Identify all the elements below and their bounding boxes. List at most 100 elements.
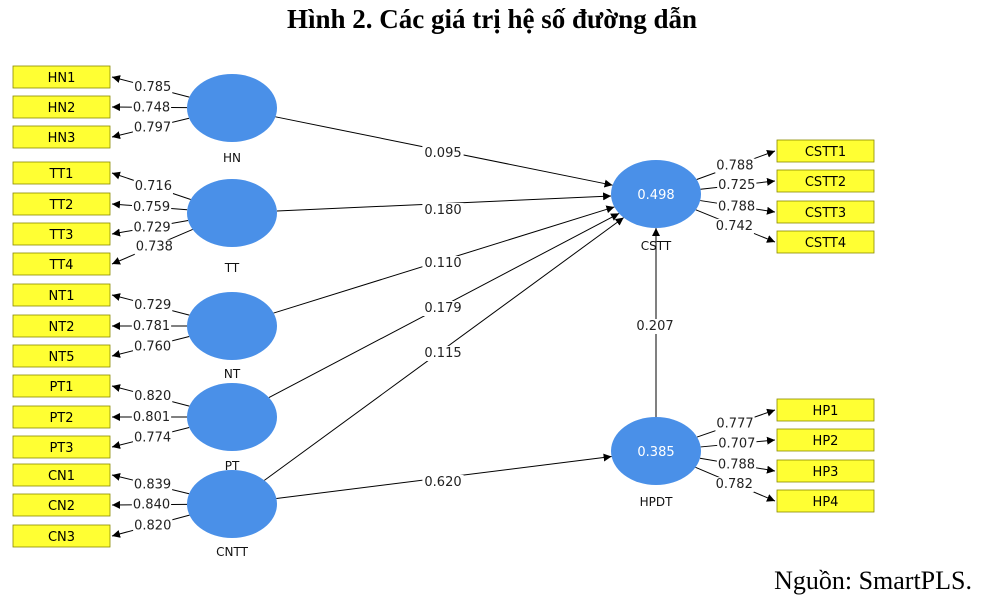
indicator-cstt4: CSTT4 [776, 230, 875, 254]
indicator-box [12, 192, 111, 216]
indicator-label: HN3 [48, 131, 76, 146]
indicator-label: HN2 [48, 101, 76, 116]
indicator-label: NT5 [49, 350, 75, 365]
loading-value-bg [716, 457, 757, 473]
indicator-label: TT2 [49, 198, 74, 213]
indicator-tt1: TT1 [12, 161, 111, 185]
indicator-box [776, 459, 875, 483]
indicator-cn1: CN1 [12, 463, 111, 487]
indicator-box [12, 283, 111, 307]
indicator-cstt2: CSTT2 [776, 169, 875, 193]
loading-value-bg [133, 298, 173, 314]
loading-value-pt3: 0.774 [134, 430, 171, 445]
indicator-nt5: NT5 [12, 344, 111, 368]
loading-value-bg [715, 158, 755, 174]
construct-label: PT [225, 459, 240, 473]
construct-ellipse [187, 292, 277, 360]
path-coef-cntt-hpdt: 0.620 [424, 475, 461, 490]
loading-value-tt1: 0.716 [135, 179, 172, 194]
loading-value-bg [714, 477, 754, 493]
loading-value-cstt4: 0.742 [716, 219, 753, 234]
indicator-box [12, 65, 111, 89]
indicator-hp3: HP3 [776, 459, 875, 483]
indicator-tt3: TT3 [12, 222, 111, 246]
loading-value-cstt3: 0.788 [718, 199, 755, 214]
loading-value-hp4: 0.782 [716, 477, 753, 492]
indicator-tt2: TT2 [12, 192, 111, 216]
r-squared-value: 0.385 [637, 445, 674, 460]
construct-label: HN [223, 151, 241, 165]
indicator-hn1: HN1 [12, 65, 111, 89]
indicator-pt1: PT1 [12, 374, 111, 398]
indicator-label: TT3 [49, 228, 74, 243]
loading-value-bg [131, 497, 172, 513]
loading-value-tt4: 0.738 [136, 240, 173, 255]
construct-hn: HN [187, 74, 277, 165]
loading-value-bg [132, 120, 173, 136]
loading-value-tt2: 0.759 [133, 200, 170, 215]
construct-label: CNTT [216, 545, 248, 559]
indicator-box [12, 161, 111, 185]
construct-ellipse [187, 470, 277, 538]
path-coef-bg [422, 146, 464, 161]
indicator-label: PT1 [49, 380, 73, 395]
loading-value-bg [134, 239, 174, 255]
loading-value-bg [716, 199, 757, 215]
indicator-box [12, 493, 111, 517]
indicator-hn3: HN3 [12, 125, 111, 149]
indicator-box [12, 252, 111, 276]
construct-label: CSTT [641, 239, 672, 253]
indicator-pt2: PT2 [12, 405, 111, 429]
loading-value-bg [132, 220, 172, 236]
indicator-label: NT1 [49, 289, 75, 304]
loading-value-cn1: 0.839 [134, 477, 171, 492]
indicator-label: PT3 [49, 441, 73, 456]
loading-value-bg [131, 199, 172, 215]
loading-value-nt1: 0.729 [134, 298, 171, 313]
loading-value-hn2: 0.748 [133, 100, 170, 115]
loading-value-bg [132, 430, 173, 446]
indicator-label: CN3 [48, 530, 75, 545]
construct-nt: NT [187, 292, 277, 381]
indicator-box [12, 125, 111, 149]
indicator-box [776, 398, 875, 422]
loading-value-bg [717, 436, 757, 452]
loading-value-hp1: 0.777 [716, 417, 753, 432]
construct-ellipse [187, 179, 277, 247]
loading-value-bg [717, 178, 757, 194]
construct-ellipse [611, 417, 701, 485]
indicator-label: NT2 [49, 320, 75, 335]
indicator-label: TT4 [49, 258, 74, 273]
indicator-label: CN1 [48, 469, 75, 484]
indicator-cstt1: CSTT1 [776, 139, 875, 163]
indicator-hp1: HP1 [776, 398, 875, 422]
loading-value-pt1: 0.820 [134, 389, 171, 404]
path-coef-cntt-cstt: 0.115 [424, 346, 461, 361]
loading-value-bg [131, 100, 172, 116]
path-coef-bg [422, 203, 464, 218]
loading-value-cstt1: 0.788 [716, 158, 753, 173]
indicator-box [776, 169, 875, 193]
path-coef-hn-cstt: 0.095 [424, 146, 461, 161]
loading-value-bg [133, 389, 173, 405]
indicator-box [12, 95, 111, 119]
indicator-box [776, 230, 875, 254]
indicator-nt2: NT2 [12, 314, 111, 338]
path-coef-bg [422, 256, 464, 271]
path-coef-pt-cstt: 0.179 [424, 301, 461, 316]
loading-value-hn3: 0.797 [134, 121, 171, 136]
indicator-label: HP2 [813, 434, 839, 449]
indicator-label: HP4 [813, 495, 839, 510]
indicator-label: CN2 [48, 499, 75, 514]
loading-value-bg [133, 518, 173, 534]
indicator-label: PT2 [49, 411, 73, 426]
loading-value-tt3: 0.729 [133, 220, 170, 235]
indicator-hn2: HN2 [12, 95, 111, 119]
indicator-cn3: CN3 [12, 524, 111, 548]
loading-value-nt5: 0.760 [134, 339, 171, 354]
loading-value-bg [715, 416, 755, 432]
indicator-label: HP1 [813, 404, 839, 419]
construct-tt: TT [187, 179, 277, 275]
